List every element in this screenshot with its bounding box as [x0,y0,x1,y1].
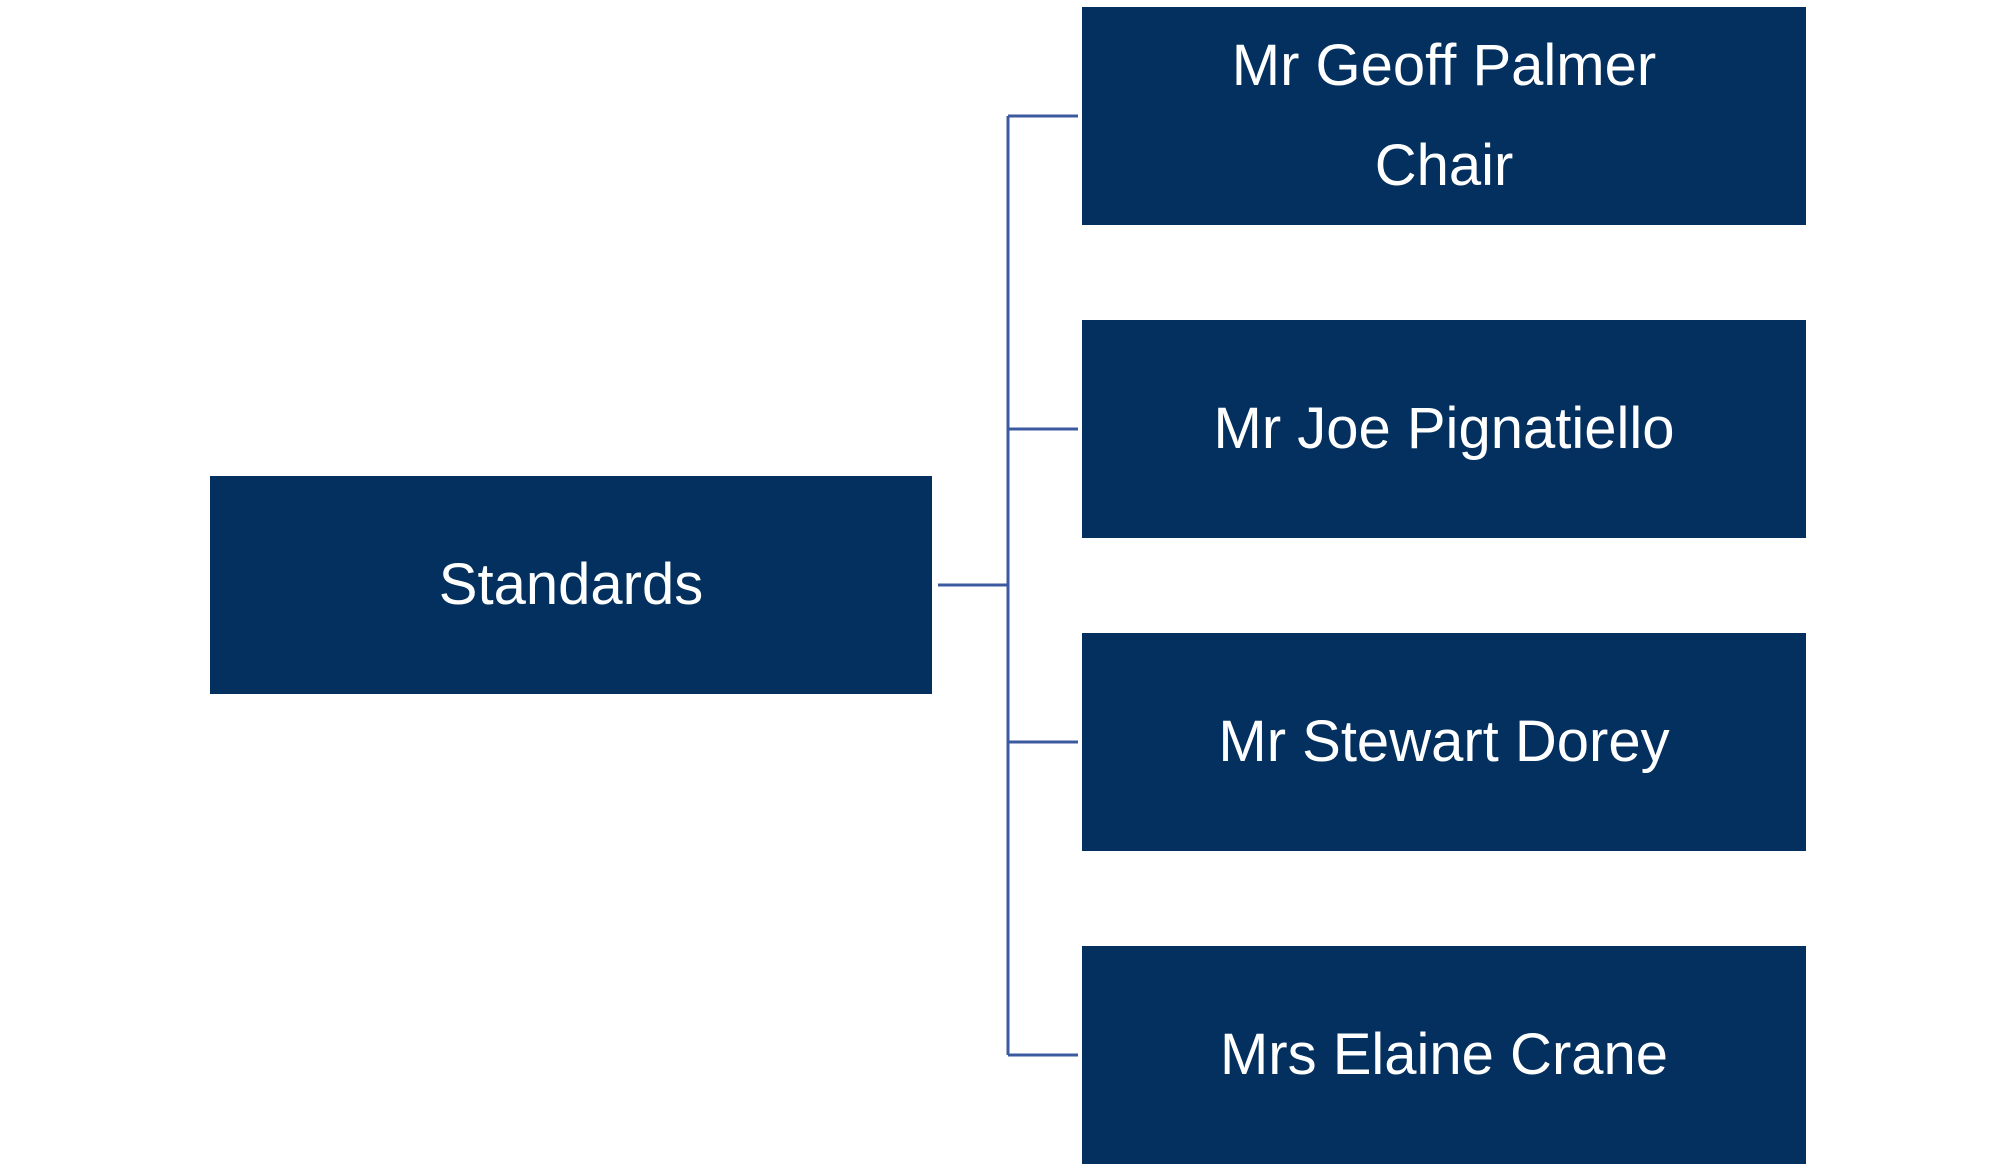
root-node-standards: Standards [210,476,932,694]
member-name: Mr Joe Pignatiello [1213,396,1675,461]
member-name: Mr Stewart Dorey [1218,709,1670,774]
member-node: Mrs Elaine Crane [1082,946,1806,1164]
member-role: Chair [1374,133,1514,198]
member-node-chair: Mr Geoff Palmer Chair [1082,7,1806,225]
member-node: Mr Stewart Dorey [1082,633,1806,851]
member-node: Mr Joe Pignatiello [1082,320,1806,538]
member-name: Mrs Elaine Crane [1219,1022,1669,1087]
root-node-label: Standards [438,552,704,617]
member-name: Mr Geoff Palmer [1231,33,1657,98]
